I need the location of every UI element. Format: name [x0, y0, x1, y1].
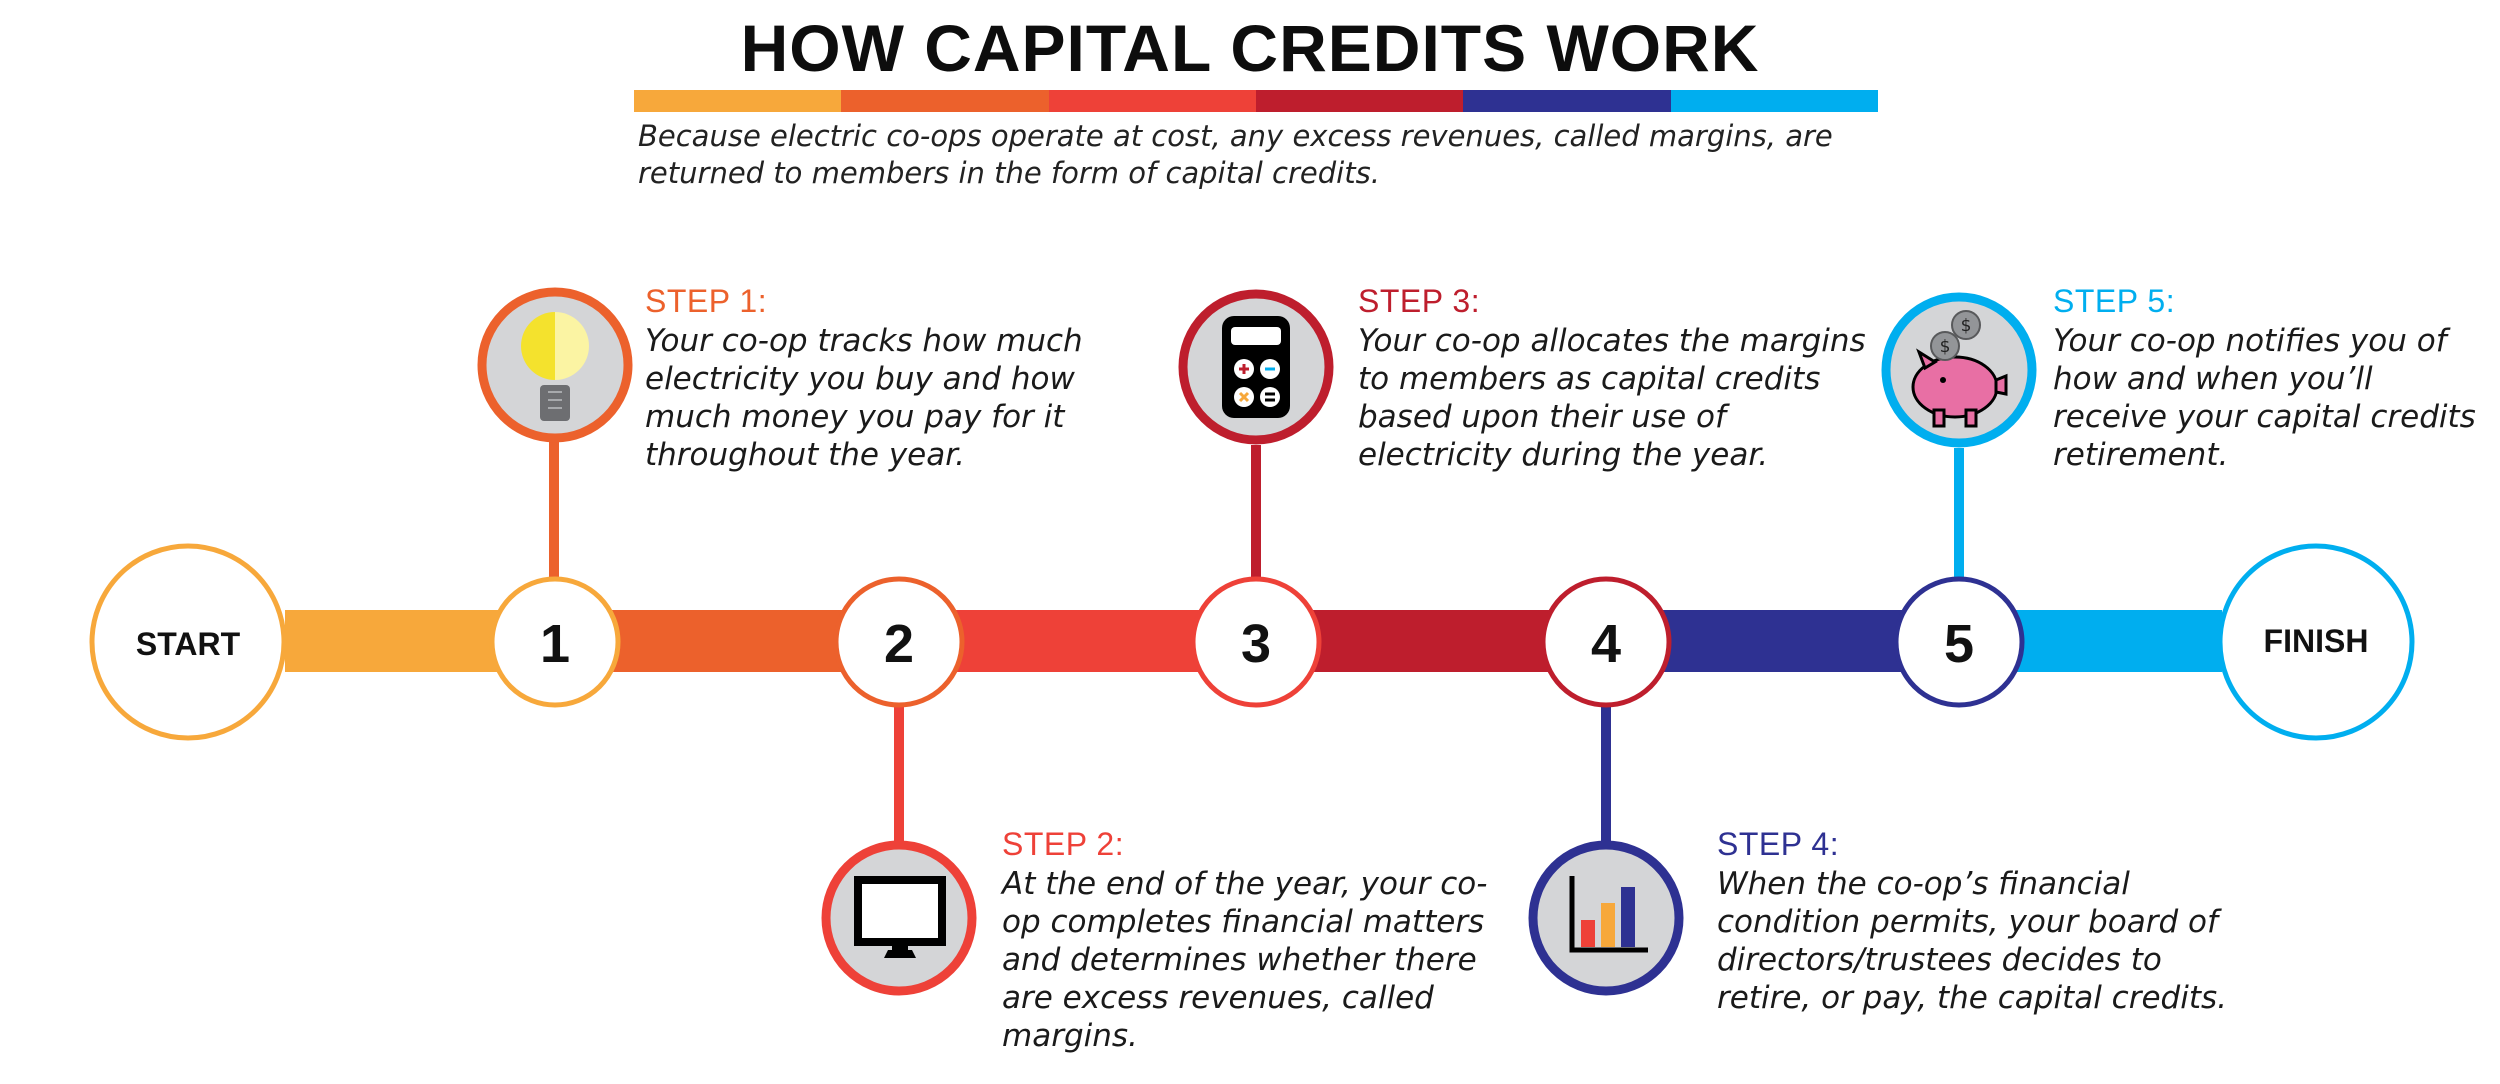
finish-node: FINISH [2217, 543, 2415, 741]
step-node-2-number: 2 [884, 614, 914, 674]
piggy-bank-icon: $ $ [1881, 292, 2037, 448]
step-node-1: 1 [489, 576, 621, 708]
connector-step-2 [894, 705, 904, 845]
color-bar-orange [634, 90, 842, 112]
step-1-title: STEP 1: [645, 283, 768, 319]
color-bar-dark-orange [841, 90, 1049, 112]
svg-text:$: $ [1940, 337, 1951, 357]
calculator-icon [1178, 289, 1334, 445]
step-3-text: STEP 3: Your co-op allocates the margins… [1358, 283, 1888, 474]
svg-text:$: $ [1961, 316, 1972, 336]
connector-step-1 [549, 440, 559, 580]
step-5-description: Your co-op notifies you of how and when … [2053, 323, 2476, 473]
step-1-description: Your co-op tracks how much electricity y… [645, 323, 1083, 473]
step-4-text: STEP 4: When the co-op’s financial condi… [1717, 826, 2257, 1017]
step-node-5-number: 5 [1944, 614, 1974, 674]
connector-step-3 [1251, 445, 1261, 580]
step-5-title: STEP 5: [2053, 283, 2176, 319]
step-node-2: 2 [833, 576, 965, 708]
step-node-4: 4 [1540, 576, 1672, 708]
step-2-description: At the end of the year, your co-op compl… [1002, 866, 1488, 1054]
lightbulb-icon [477, 287, 633, 443]
bar-chart-icon [1528, 840, 1684, 996]
color-bar-crimson [1255, 90, 1464, 112]
monitor-icon [821, 840, 977, 996]
step-2-text: STEP 2: At the end of the year, your co-… [1002, 826, 1492, 1055]
step-node-5: 5 [1893, 576, 2025, 708]
step-1-text: STEP 1: Your co-op tracks how much elect… [645, 283, 1135, 474]
start-node: START [89, 543, 287, 741]
finish-label: FINISH [2264, 623, 2369, 659]
step-node-3: 3 [1190, 576, 1322, 708]
step-node-1-number: 1 [540, 614, 570, 674]
connector-step-5 [1954, 448, 1964, 580]
step-3-title: STEP 3: [1358, 283, 1481, 319]
step-2-title: STEP 2: [1002, 826, 1125, 862]
start-label: START [136, 626, 241, 662]
step-node-3-number: 3 [1241, 614, 1271, 674]
step-4-title: STEP 4: [1717, 826, 1840, 862]
color-bar-red [1048, 90, 1256, 112]
step-5-text: STEP 5: Your co-op notifies you of how a… [2053, 283, 2493, 474]
step-node-4-number: 4 [1591, 614, 1621, 674]
page-subtitle: Because electric co-ops operate at cost,… [638, 119, 1833, 190]
color-bar-sky [1670, 90, 1878, 112]
step-4-description: When the co-op’s financial condition per… [1717, 866, 2227, 1016]
connector-step-4 [1601, 705, 1611, 845]
color-bar-navy [1463, 90, 1671, 112]
page-title: HOW CAPITAL CREDITS WORK [740, 11, 1760, 85]
title-color-bar [634, 90, 1878, 112]
step-3-description: Your co-op allocates the margins to memb… [1358, 323, 1866, 473]
